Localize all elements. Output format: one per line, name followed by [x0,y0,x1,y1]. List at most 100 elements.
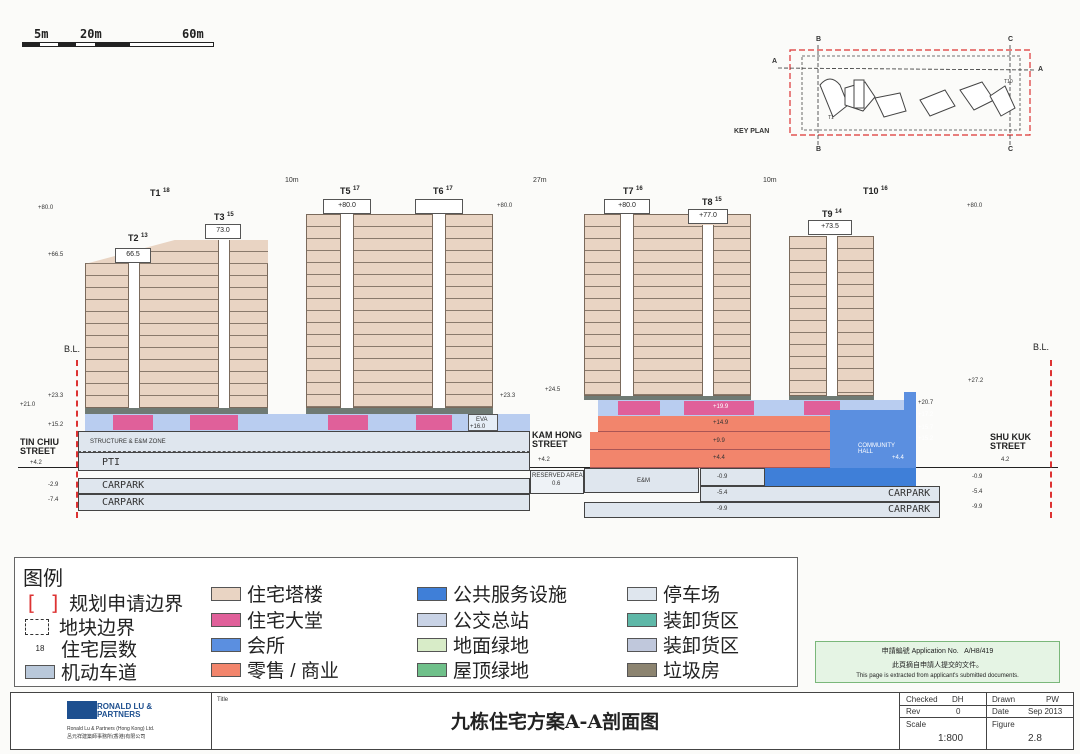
level: -5.4 [972,489,983,495]
tower-name: T9 [822,209,833,219]
lobby-t3 [190,415,238,430]
level: +80.0 [497,203,513,209]
swatch-icon [627,586,657,601]
tower-label-t2: T2 13 [128,233,148,243]
legend-label: 公共服务设施 [453,585,568,606]
tower-floors: 15 [715,197,722,203]
street-label-tin-chiu: TIN CHIU STREET [20,437,59,457]
level: +15.2 [918,436,934,442]
roof-t5: +80.0 [323,199,371,214]
legend-item-bus-terminus: 公交总站 [417,606,529,633]
level: -9.9 [717,506,728,512]
dim-label-2: 27m [533,177,547,184]
drawing-info: Checked DH Drawn PW Rev 0 Date Sep 2013 … [899,693,1074,749]
checked-value: DH [952,695,964,704]
level: +66.5 [48,252,64,258]
tower-floors: 18 [163,188,170,194]
legend-label: 公交总站 [453,611,530,632]
level: -9.9 [972,504,983,510]
level: +23.3 [500,393,516,399]
em-room [584,468,699,493]
application-label: 申請編號 Application No. [881,648,959,655]
tower-name: T3 [214,212,225,222]
level: +80.0 [38,205,54,211]
legend-item-lobby: 住宅大堂 [211,606,323,633]
application-number: A/H8/419 [964,648,994,655]
drawn-label: Drawn [992,695,1016,704]
scale-label: Scale [906,720,927,729]
carpark-upper-right [700,468,765,486]
swatch-icon [627,637,657,652]
dashed-bracket-icon [25,618,49,635]
application-line-2: 此頁摘自申請人提交的文件。 [892,662,983,669]
roof-garden-left-a [85,408,268,414]
level: -0.9 [972,474,983,480]
legend-item-refuse: 垃圾房 [627,656,720,683]
swatch-icon [211,637,241,652]
floor-number-icon: 18 [35,644,45,653]
legend-item-public-facility: 公共服务设施 [417,580,567,607]
figure-label: Figure [992,720,1015,729]
carpark-level-2-right [584,502,940,518]
swatch-icon [211,586,241,601]
structure-label: STRUCTURE & E&M ZONE [90,439,166,445]
legend-item-clubhouse: 会所 [211,631,285,658]
tower-upper-t3 [85,240,268,264]
public-facility [765,468,916,488]
rev-label: Rev [906,707,921,716]
eva-label: EVA [476,417,488,423]
level: +21.0 [20,402,36,408]
ground-line [18,467,1058,468]
key-plan-tag-t1: T1 [828,115,834,121]
legend-box: 图例 [ ] 规划申请边界 地块边界 18 住宅层数 机动车道 住宅塔楼 住宅大… [14,557,798,687]
tower-label-t6: T6 17 [433,186,453,196]
legend-item-site-boundary: 地块边界 [25,613,135,640]
legend-label: 装卸货区 [663,636,740,657]
core-t9 [826,236,838,396]
tower-floors: 15 [227,212,234,218]
structure-zone [78,431,530,452]
level: -0.9 [717,474,728,480]
core-t8 [702,225,714,396]
community-hall [830,410,916,470]
tower-floors: 14 [835,209,842,215]
roof-t6 [415,199,463,214]
drawn-value: PW [1046,695,1059,704]
lobby-t6 [416,415,452,430]
swatch-icon [211,612,241,627]
level: +15.2 [48,422,64,428]
legend-item-tower: 住宅塔楼 [211,580,323,607]
bl-label-left: B.L. [64,344,81,354]
legend-item-carpark: 停车场 [627,580,720,607]
lobby-t2 [113,415,153,430]
street-label-kam-hong: KAM HONG STREET [532,430,582,450]
level: +24.5 [545,387,561,393]
legend-label: 装卸货区 [663,611,740,632]
scale-value: 1:800 [938,733,964,744]
legend-item-floors: 18 住宅层数 [25,635,137,662]
street-level-shu-kuk: 4.2 [1001,457,1010,463]
legend-label: 地块边界 [59,618,136,639]
company-logo-icon [67,701,97,719]
boundary-line-left [76,360,78,518]
application-line-1: 申請編號 Application No. A/H8/419 [816,646,1059,656]
core-t6 [432,214,446,408]
drawing-title: 九栋住宅方案A-A剖面图 [450,711,660,733]
roof-t7: +80.0 [604,199,650,214]
boundary-line-right [1050,360,1052,518]
legend-label: 住宅塔楼 [247,585,324,606]
lobby-t7 [618,401,660,415]
legend-item-loading-1: 装卸货区 [627,606,739,633]
tower-name: T1 [150,188,161,198]
tower-floors: 13 [141,233,148,239]
company-name: RONALD LU & PARTNERS [97,702,153,719]
scale-label-60m: 60m [182,27,204,41]
legend-label: 机动车道 [61,663,138,684]
legend-label: 屋顶绿地 [453,661,530,682]
tower-floors: 16 [881,186,888,192]
level: +9.9 [713,438,725,444]
roof-t2: 66.5 [115,248,151,263]
tower-floors: 17 [446,186,453,192]
core-t7 [620,214,634,396]
roof-t8: +77.0 [688,209,728,224]
